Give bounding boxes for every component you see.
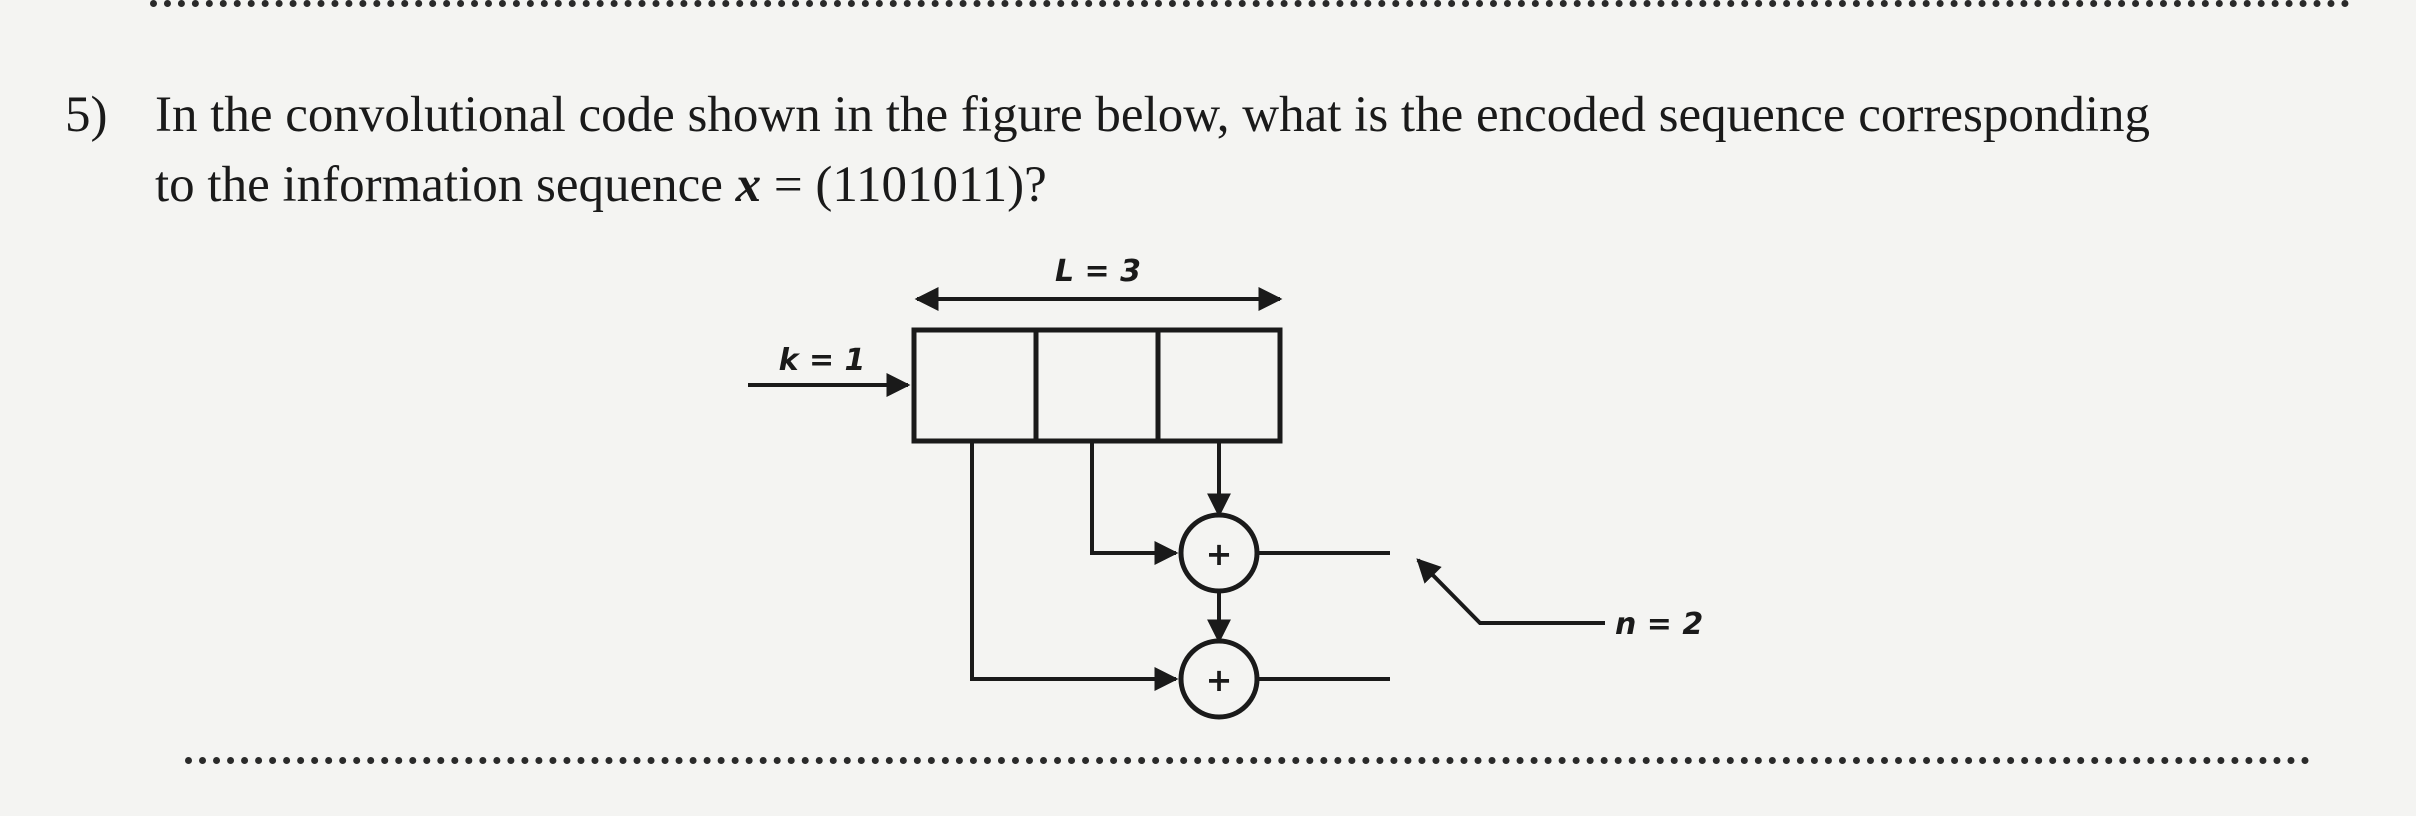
question-number: 5) bbox=[65, 87, 108, 143]
question-line-1: In the convolutional code shown in the f… bbox=[155, 87, 2151, 143]
outputs-pointer-arrow bbox=[1416, 558, 1605, 625]
adder-1-symbol: + bbox=[1206, 535, 1233, 573]
input-label: k = 1 bbox=[779, 343, 866, 378]
question-text: In the convolutional code shown in the f… bbox=[155, 80, 2395, 220]
adder-1-circle bbox=[1178, 512, 1260, 594]
question-5: 5) In the convolutional code shown in th… bbox=[65, 80, 2395, 220]
bottom-dotted-separator bbox=[185, 757, 2310, 764]
register-length-label: L = 3 bbox=[1055, 254, 1141, 289]
wire-cell1-to-adder2 bbox=[970, 441, 1179, 691]
adder-1: + bbox=[1178, 512, 1260, 594]
adder-2: + bbox=[1178, 638, 1260, 720]
register-cell-2 bbox=[1033, 327, 1161, 444]
wire-cell2-to-adder1 bbox=[1090, 441, 1179, 565]
register-cell-3 bbox=[1155, 327, 1283, 444]
question-line-2-suffix: = (1101011)? bbox=[761, 157, 1047, 213]
connection-wires bbox=[970, 441, 1390, 691]
shift-register bbox=[911, 327, 1283, 444]
question-line-2-prefix: to the information sequence bbox=[155, 157, 736, 213]
top-dotted-separator bbox=[150, 0, 2350, 7]
adder-2-symbol: + bbox=[1206, 661, 1233, 699]
adder-2-circle bbox=[1178, 638, 1260, 720]
register-cell-1 bbox=[911, 327, 1039, 444]
information-variable: x bbox=[735, 157, 762, 213]
outputs-label: n = 2 bbox=[1615, 607, 1703, 642]
question-line-2: to the information sequence x = (1101011… bbox=[155, 150, 2395, 220]
